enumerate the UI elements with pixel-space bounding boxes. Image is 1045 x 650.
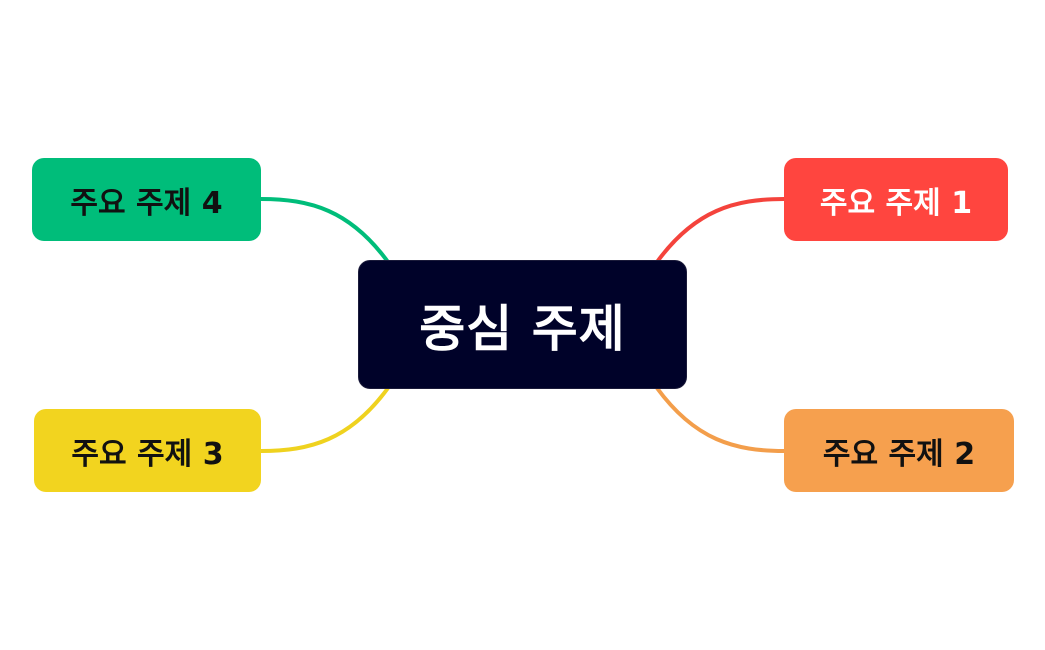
- main-topic-2-label: 주요 주제 2: [822, 436, 976, 472]
- connector-topic-3: [259, 386, 390, 453]
- main-topic-3-node[interactable]: 주요 주제 3: [34, 409, 261, 492]
- central-topic-node[interactable]: 중심 주제: [358, 260, 687, 389]
- connector-topic-4: [259, 197, 390, 264]
- main-topic-3-label: 주요 주제 3: [71, 436, 224, 472]
- main-topic-1-node[interactable]: 주요 주제 1: [784, 158, 1008, 241]
- main-topic-2-node[interactable]: 주요 주제 2: [784, 409, 1014, 492]
- main-topic-4-label: 주요 주제 4: [70, 185, 223, 221]
- connector-topic-1: [655, 197, 786, 264]
- main-topic-4-node[interactable]: 주요 주제 4: [32, 158, 261, 241]
- main-topic-1-label: 주요 주제 1: [819, 185, 973, 221]
- connector-topic-2: [655, 386, 786, 453]
- central-topic-label: 중심 주제: [419, 299, 626, 358]
